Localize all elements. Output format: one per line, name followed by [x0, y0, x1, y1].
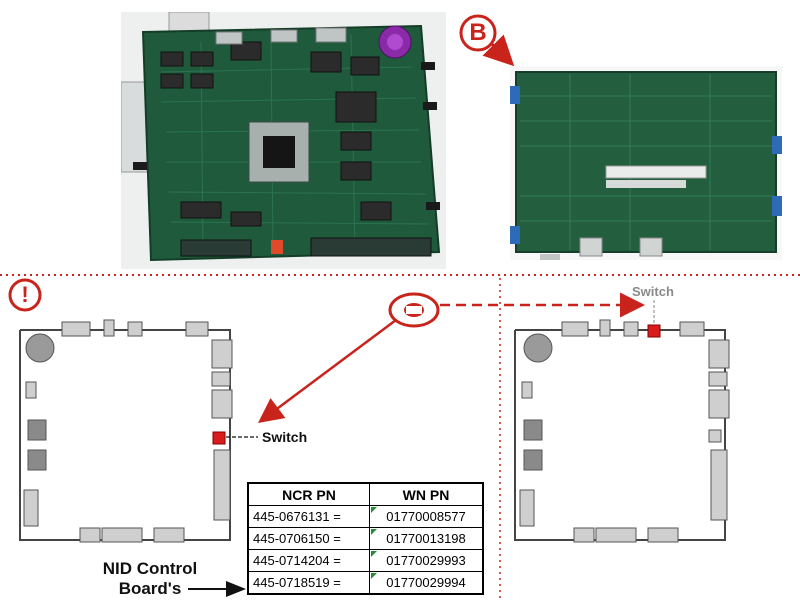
caption-line-2: Board's — [118, 579, 182, 598]
table-row: 445-0706150 = 01770013198 — [247, 527, 484, 550]
caption-line-1: NID Control — [102, 559, 198, 578]
board-outline-left — [19, 319, 233, 543]
ncr-pn-cell: 445-0714204 = — [247, 549, 370, 572]
ncr-pn-cell: 445-0718519 = — [247, 571, 370, 595]
ncr-pn-cell: 445-0676131 = — [247, 505, 370, 528]
wn-pn-cell: 01770029994 — [369, 571, 484, 595]
board-caption: NID Control Board's — [70, 559, 230, 599]
arrow-to-left-switch — [257, 318, 397, 423]
switch-zoom-icon — [388, 292, 440, 328]
switch-label-left: Switch — [262, 429, 308, 445]
table-row: 445-0676131 = 01770008577 — [247, 505, 484, 528]
marker-b-label: B — [469, 19, 487, 46]
part-number-table: NCR PN WN PN 445-0676131 = 01770008577 4… — [247, 482, 484, 595]
board-photo-back — [510, 66, 782, 260]
wn-pn-cell: 01770029993 — [369, 549, 484, 572]
switch-marker-right — [647, 324, 661, 338]
header-ncr-pn: NCR PN — [247, 482, 370, 506]
marker-b-icon — [459, 14, 515, 67]
wn-pn-cell: 01770013198 — [369, 527, 484, 550]
table-header-row: NCR PN WN PN — [247, 482, 484, 506]
wn-pn-cell: 01770008577 — [369, 505, 484, 528]
warning-glyph: ! — [21, 282, 29, 307]
table-row: 445-0718519 = 01770029994 — [247, 571, 484, 595]
board-outline-right — [514, 319, 730, 543]
switch-marker-left — [212, 431, 226, 445]
header-wn-pn: WN PN — [369, 482, 484, 506]
table-row: 445-0714204 = 01770029993 — [247, 549, 484, 572]
exclamation-circle-icon — [8, 278, 42, 312]
switch-label-right: Switch — [632, 284, 674, 299]
ncr-pn-cell: 445-0706150 = — [247, 527, 370, 550]
board-photo-front — [121, 12, 446, 269]
